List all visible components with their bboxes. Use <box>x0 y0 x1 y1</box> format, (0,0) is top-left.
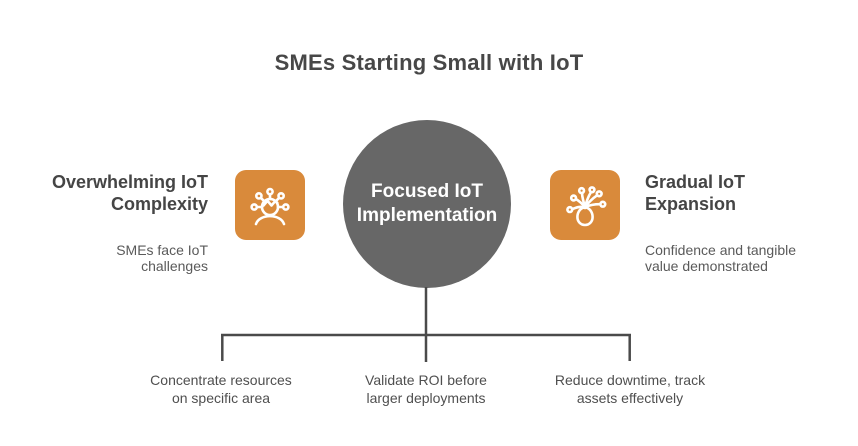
right-subtitle: Confidence and tangible value demonstrat… <box>645 242 797 274</box>
branch-label-1: Concentrate resources on specific area <box>150 372 292 406</box>
left-text-block: Overwhelming IoT Complexity SMEs face Io… <box>18 171 208 274</box>
branch-label-3: Reduce downtime, track assets effectivel… <box>554 372 706 406</box>
branch-label-2: Validate ROI before larger deployments <box>365 372 487 406</box>
expansion-icon-tile <box>550 170 620 240</box>
center-circle: Focused IoT Implementation <box>343 120 511 288</box>
center-circle-label: Focused IoT Implementation <box>356 181 498 226</box>
page-title: SMEs Starting Small with IoT <box>274 50 584 75</box>
right-text-block: Gradual IoT Expansion Confidence and tan… <box>645 171 845 274</box>
left-subtitle: SMEs face IoT challenges <box>116 242 208 274</box>
left-heading: Overwhelming IoT Complexity <box>51 172 208 214</box>
growth-tree-network-icon <box>566 186 607 227</box>
complexity-icon-tile <box>235 170 305 240</box>
overwhelmed-person-network-icon <box>250 187 290 226</box>
right-heading: Gradual IoT Expansion <box>645 172 746 214</box>
